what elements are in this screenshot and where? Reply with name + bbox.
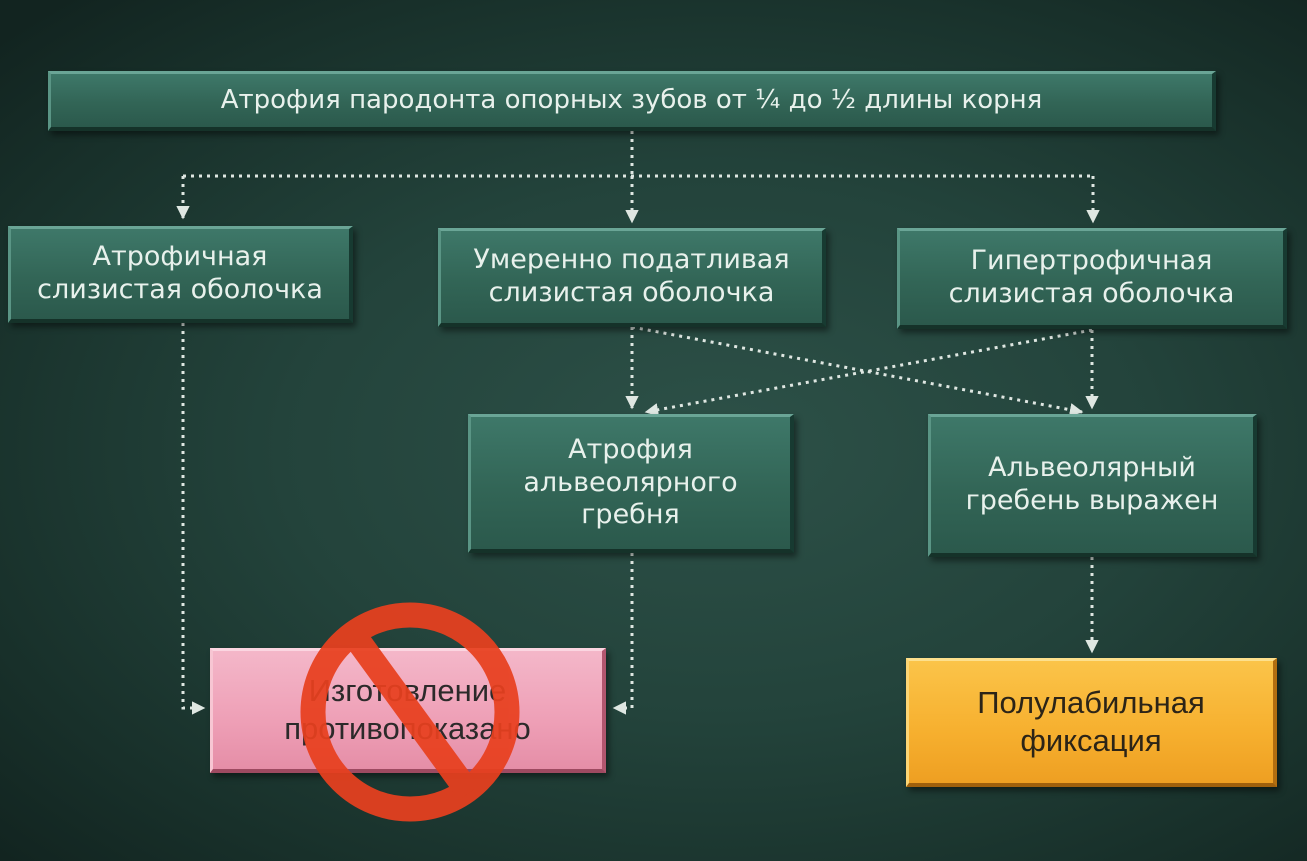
atrophic-mucosa-box: Атрофичная слизистая оболочка [8, 226, 353, 323]
ridge-expressed-box: Альвеолярный гребень выражен [928, 414, 1257, 557]
arrow-ridge-atrophy-to-contraindicated [612, 553, 634, 715]
arrow-moderate-to-ridge-expressed [631, 325, 1084, 417]
contraindicated-box: Изготовление противопоказано [210, 648, 606, 773]
arrow-hypertrophic-to-ridge-atrophy [644, 328, 1093, 417]
arrow-atrophic-to-contraindicated [181, 323, 206, 715]
periodontal-atrophy-box: Атрофия пародонта опорных зубов от ¼ до … [48, 71, 1216, 131]
ridge-atrophy-box: Атрофия альвеолярного гребня [468, 414, 794, 553]
moderate-mucosa-box: Умеренно податливая слизистая оболочка [438, 228, 826, 327]
hypertrophic-mucosa-box: Гипертрофичная слизистая оболочка [897, 228, 1287, 329]
semilabile-fixation-box: Полулабильная фиксация [906, 658, 1277, 787]
